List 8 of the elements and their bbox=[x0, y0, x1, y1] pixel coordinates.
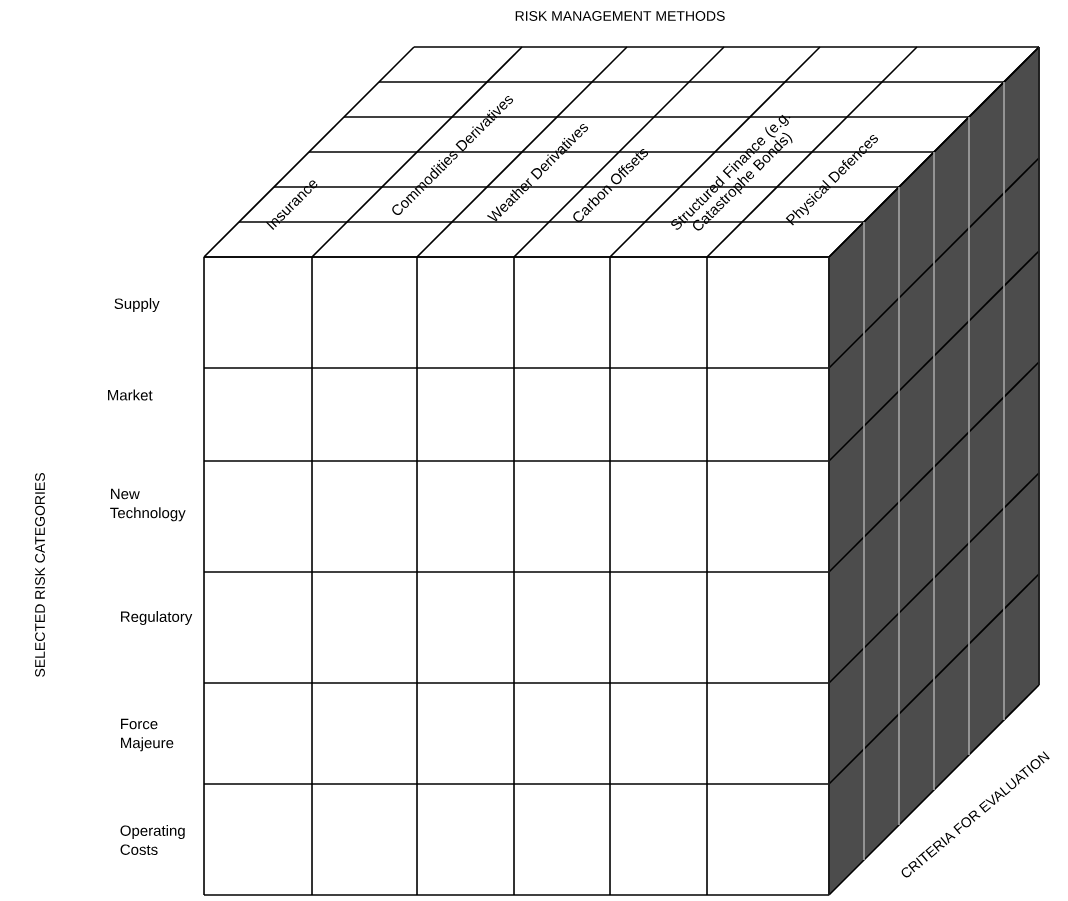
title: RISK MANAGEMENT METHODS bbox=[515, 11, 725, 21]
row-label: Regulatory bbox=[121, 611, 193, 625]
row-label: New Technology bbox=[110, 488, 186, 522]
row-label: Supply bbox=[114, 298, 160, 312]
row-label: Force Majeure bbox=[121, 718, 174, 752]
row-label: Operating Costs bbox=[120, 825, 185, 855]
axis-label: SELECTED RISK CATEGORIES bbox=[35, 473, 45, 677]
row-label: Market bbox=[108, 389, 153, 401]
